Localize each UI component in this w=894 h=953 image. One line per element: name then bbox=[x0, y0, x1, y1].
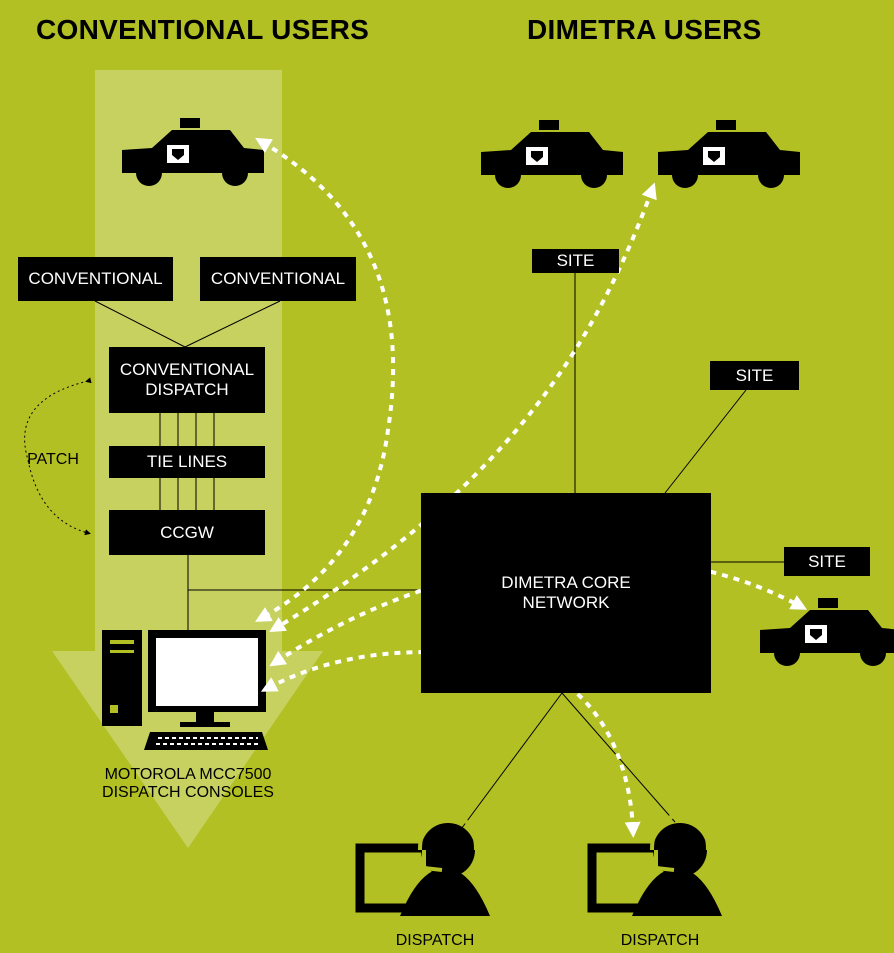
heading-conventional-users: CONVENTIONAL USERS bbox=[36, 14, 370, 45]
dispatch-label-right: DISPATCH bbox=[620, 932, 700, 949]
dispatcher-headset-icon bbox=[592, 816, 722, 916]
site-box-right: SITE bbox=[784, 547, 870, 576]
site-box-mid: SITE bbox=[710, 361, 799, 390]
ccgw-box: CCGW bbox=[109, 510, 265, 555]
radio-links bbox=[255, 137, 808, 838]
dispatch-label-left: DISPATCH bbox=[395, 932, 475, 949]
site-box-top: SITE bbox=[532, 249, 619, 273]
conventional-dispatch-box: CONVENTIONAL DISPATCH bbox=[109, 347, 265, 413]
police-car-icon bbox=[658, 120, 800, 188]
police-car-icon bbox=[481, 120, 623, 188]
dimetra-core-network-box: DIMETRA CORE NETWORK bbox=[421, 493, 711, 693]
heading-dimetra-users: DIMETRA USERS bbox=[527, 14, 762, 45]
patch-label: PATCH bbox=[27, 451, 79, 468]
conventional-box-2: CONVENTIONAL bbox=[200, 257, 356, 301]
dispatch-consoles-label: MOTOROLA MCC7500 DISPATCH CONSOLES bbox=[102, 766, 274, 802]
tie-lines-box: TIE LINES bbox=[109, 446, 265, 478]
computer-workstation-icon bbox=[102, 630, 268, 750]
police-car-icon bbox=[760, 598, 894, 666]
conventional-box-1: CONVENTIONAL bbox=[18, 257, 173, 301]
dispatcher-headset-icon bbox=[360, 816, 490, 916]
